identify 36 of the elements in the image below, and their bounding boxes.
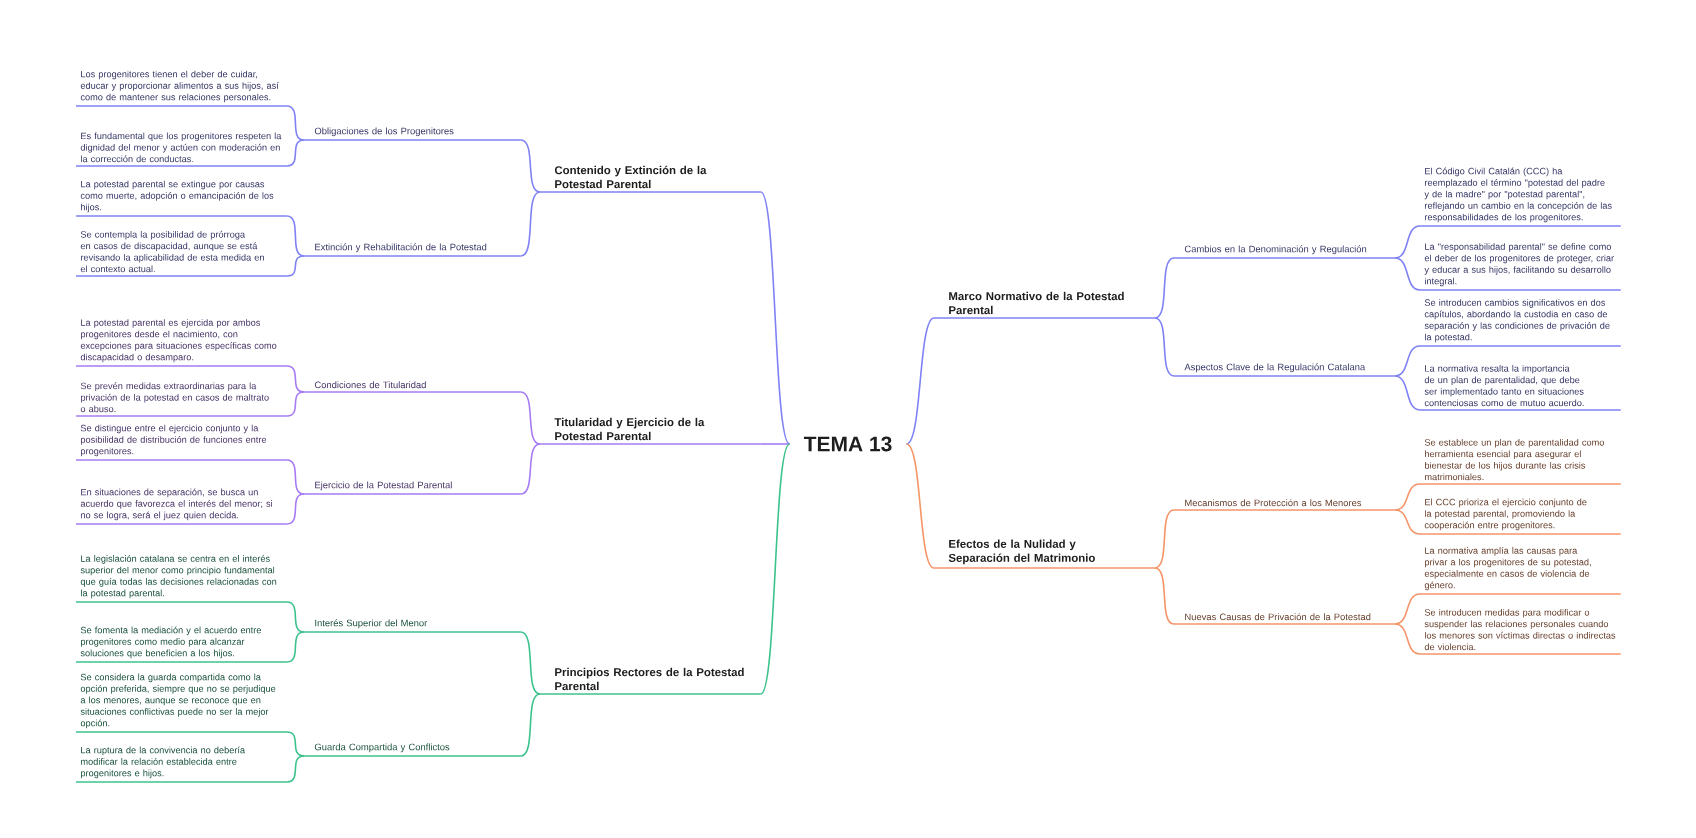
central-topic: TEMA 13 xyxy=(803,436,892,452)
connector-line xyxy=(286,215,305,257)
connector-line xyxy=(286,631,305,663)
connector-line xyxy=(520,139,541,193)
connector-line xyxy=(286,391,305,417)
connector-line xyxy=(520,443,541,495)
connector-line xyxy=(1154,567,1175,625)
connector-line xyxy=(286,493,305,525)
connector-line xyxy=(1394,257,1421,291)
connector-line xyxy=(1154,257,1175,319)
connector-line xyxy=(286,139,305,167)
connector-line xyxy=(520,191,541,257)
connector-line xyxy=(286,755,305,783)
connector-line xyxy=(286,731,305,757)
connector-line xyxy=(286,105,305,141)
connector-line xyxy=(905,443,935,569)
connector-line xyxy=(286,601,305,633)
connector-line xyxy=(520,693,541,757)
connector-line xyxy=(1394,225,1421,259)
connector-line xyxy=(1394,623,1421,655)
connector-line xyxy=(286,365,305,393)
connector-line xyxy=(1394,483,1421,511)
connector-line xyxy=(760,443,791,695)
connector-line xyxy=(1394,509,1421,535)
connector-line xyxy=(520,391,541,445)
connector-line xyxy=(286,255,305,277)
connector-line xyxy=(760,191,791,445)
connector-line xyxy=(520,631,541,695)
connector-line xyxy=(1394,593,1421,625)
connector-line xyxy=(286,459,305,495)
connector-line xyxy=(760,443,791,445)
connector-line xyxy=(1394,375,1421,411)
connector-line xyxy=(1154,317,1175,377)
connector-line xyxy=(1154,509,1175,569)
connector-line xyxy=(905,317,935,445)
connector-line xyxy=(1394,345,1421,377)
